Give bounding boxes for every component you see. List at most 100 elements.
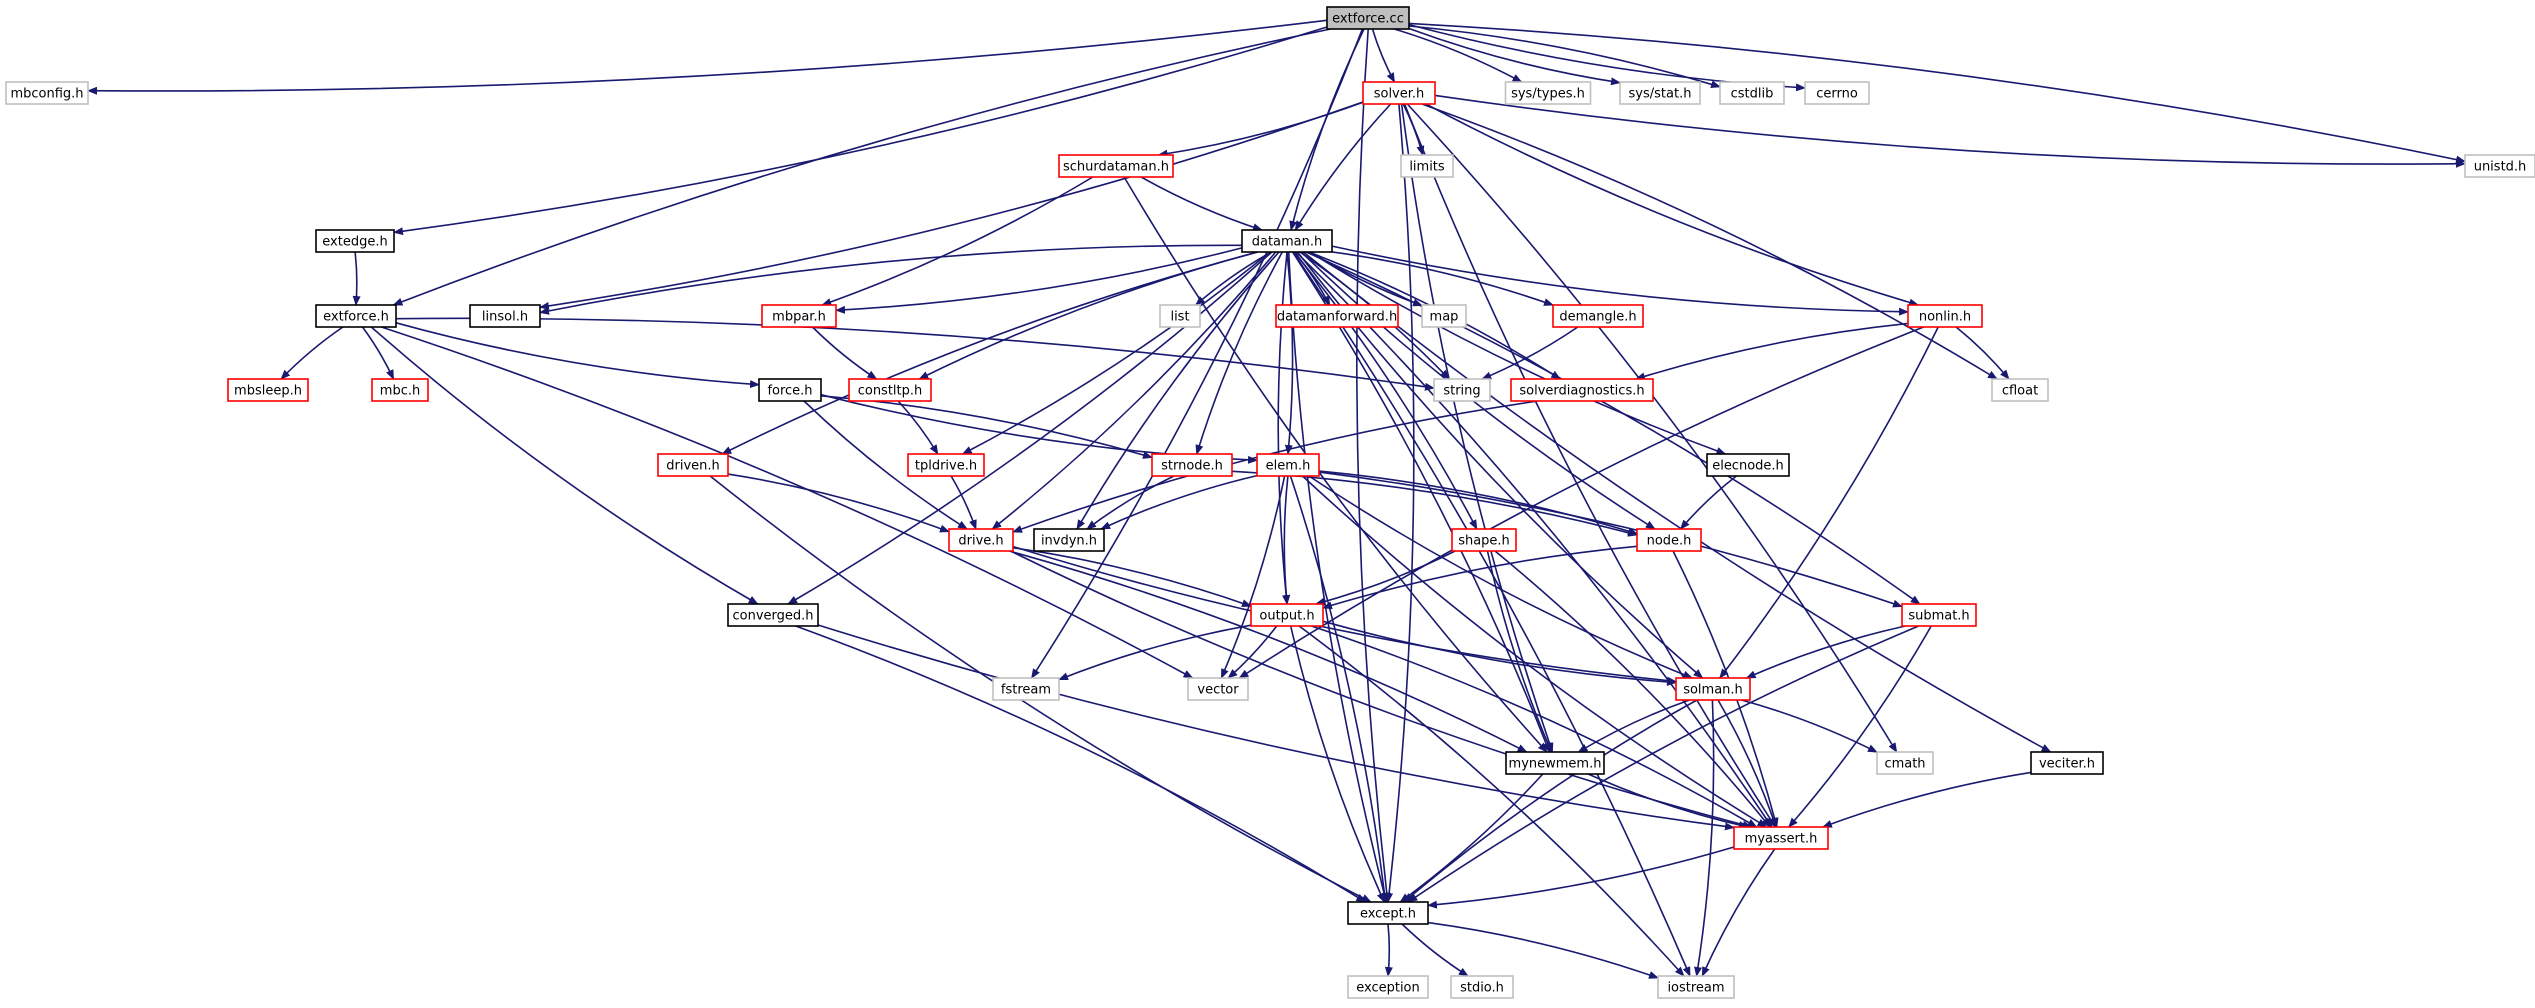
node-box (1552, 304, 1644, 328)
node-nonlin-h[interactable]: nonlin.h (1907, 304, 1983, 328)
edge-solman_h-to-cmath (1741, 699, 1878, 753)
node-mbc-h[interactable]: mbc.h (371, 378, 429, 402)
node-label: iostream (1667, 981, 1724, 996)
edge-shape_h-to-myassert_h (1494, 550, 1771, 828)
edge-elem_h-to-vector (1220, 475, 1286, 679)
node-label: elecnode.h (1712, 459, 1784, 474)
node-box (848, 378, 932, 402)
node-converged-h[interactable]: converged.h (727, 603, 819, 627)
node-box (1347, 901, 1429, 925)
edge-dataman_h-to-tpldrive_h (961, 251, 1271, 455)
node-strnode-h[interactable]: strnode.h (1151, 453, 1233, 477)
node-invdyn-h[interactable]: invdyn.h (1033, 528, 1105, 552)
edge-myassert_h-to-except_h (1427, 846, 1735, 909)
node-mbpar-h[interactable]: mbpar.h (761, 304, 837, 328)
edge-output_h-to-vector (1227, 625, 1278, 679)
edge-output_h-to-fstream (1058, 624, 1252, 681)
node-drive-h[interactable]: drive.h (948, 528, 1014, 552)
node-node-h[interactable]: node.h (1636, 528, 1702, 552)
node-output-h[interactable]: output.h (1250, 603, 1324, 627)
node-mbconfig-h: mbconfig.h (5, 81, 89, 105)
node-datamanforward-h[interactable]: datamanforward.h (1275, 304, 1399, 328)
edge-dataman_h-to-drive_h (991, 251, 1277, 530)
edge-node_h-to-output_h (1322, 545, 1638, 610)
edge-except_h-to-stdio_h (1401, 923, 1469, 977)
edge-dataman_h-to-myassert_h (1295, 251, 1773, 828)
edge-extforce_cc-to-extforce_h (392, 28, 1331, 306)
edge-dataman_h-to-mbpar_h (835, 247, 1243, 314)
node-label: schurdataman.h (1063, 160, 1169, 175)
node-cfloat: cfloat (1991, 378, 2049, 402)
node-box (227, 378, 309, 402)
node-submat-h[interactable]: submat.h (1901, 603, 1977, 627)
edge-elem_h-to-submat_h (1318, 471, 1903, 608)
node-cmath: cmath (1876, 751, 1934, 775)
edge-solver_h-to-unistd_h (1434, 94, 2466, 168)
edge-nonlin_h-to-solverdiagnostics_h (1635, 322, 1909, 381)
node-limits: limits (1400, 154, 1454, 178)
edge-solver_h-to-schurdataman_h (1157, 101, 1364, 158)
edge-elem_h-to-node_h (1318, 470, 1638, 535)
edge-nonlin_h-to-cfloat (1955, 326, 2010, 380)
node-mbsleep-h[interactable]: mbsleep.h (227, 378, 309, 402)
node-sys-types-h: sys/types.h (1504, 81, 1592, 105)
edge-extforce_h-to-vector (381, 326, 1194, 679)
node-layer: extforce.cc mbconfig.h solver.h sys/types.h… (5, 6, 2535, 999)
node-tpldrive-h[interactable]: tpldrive.h (907, 453, 985, 477)
node-box (1719, 81, 1785, 105)
node-dataman-h[interactable]: dataman.h (1241, 229, 1333, 253)
node-elem-h[interactable]: elem.h (1256, 453, 1320, 477)
node-label: unistd.h (2474, 160, 2527, 175)
edge-elecnode_h-to-node_h (1679, 475, 1737, 530)
node-extforce-cc[interactable]: extforce.cc (1326, 6, 1410, 30)
node-label: shape.h (1458, 534, 1510, 549)
node-label: mbconfig.h (10, 87, 83, 102)
node-label: limits (1409, 160, 1445, 175)
edge-schurdataman_h-to-dataman_h (1140, 176, 1263, 232)
node-mynewmem-h[interactable]: mynewmem.h (1505, 751, 1605, 775)
node-veciter-h[interactable]: veciter.h (2030, 751, 2104, 775)
node-elecnode-h[interactable]: elecnode.h (1706, 453, 1790, 477)
node-box (1505, 751, 1605, 775)
node-box (1421, 304, 1467, 328)
node-label: map (1430, 310, 1459, 325)
node-label: nonlin.h (1919, 310, 1971, 325)
node-box (1636, 528, 1702, 552)
node-force-h[interactable]: force.h (758, 378, 822, 402)
node-box (1187, 677, 1249, 701)
node-box (5, 81, 89, 105)
edge-output_h-to-iostream (1298, 625, 1685, 977)
edge-shape_h-to-mynewmem_h (1486, 550, 1553, 753)
node-label: output.h (1259, 609, 1314, 624)
node-box (758, 378, 822, 402)
edge-extforce_cc-to-dataman_h (1289, 28, 1365, 231)
node-box (657, 453, 729, 477)
node-schurdataman-h[interactable]: schurdataman.h (1058, 154, 1174, 178)
edge-driven_h-to-drive_h (727, 473, 950, 533)
node-linsol-h[interactable]: linsol.h (469, 304, 541, 328)
node-label: tpldrive.h (915, 459, 977, 474)
node-solver-h[interactable]: solver.h (1362, 81, 1436, 105)
node-solman-h[interactable]: solman.h (1675, 677, 1751, 701)
node-extforce-h[interactable]: extforce.h (315, 304, 397, 328)
edge-extforce_h-to-mbc_h (361, 326, 395, 380)
edge-extforce_h-to-force_h (395, 322, 760, 389)
node-label: invdyn.h (1041, 534, 1097, 549)
node-label: solver.h (1374, 87, 1425, 102)
node-shape-h[interactable]: shape.h (1451, 528, 1517, 552)
edge-output_h-to-except_h (1289, 625, 1386, 903)
node-extedge-h[interactable]: extedge.h (315, 229, 395, 253)
node-box (315, 229, 395, 253)
node-box (1159, 304, 1201, 328)
node-label: sys/types.h (1511, 87, 1585, 102)
edge-solman_h-to-except_h (1403, 699, 1698, 903)
node-solverdiagnostics-h[interactable]: solverdiagnostics.h (1510, 378, 1654, 402)
node-box (1451, 528, 1517, 552)
node-except-h[interactable]: except.h (1347, 901, 1429, 925)
node-constltp-h[interactable]: constltp.h (848, 378, 932, 402)
node-demangle-h[interactable]: demangle.h (1552, 304, 1644, 328)
node-box (1362, 81, 1436, 105)
node-myassert-h[interactable]: myassert.h (1733, 826, 1829, 850)
node-driven-h[interactable]: driven.h (657, 453, 729, 477)
edge-extforce_cc-to-unistd_h (1408, 22, 2466, 164)
